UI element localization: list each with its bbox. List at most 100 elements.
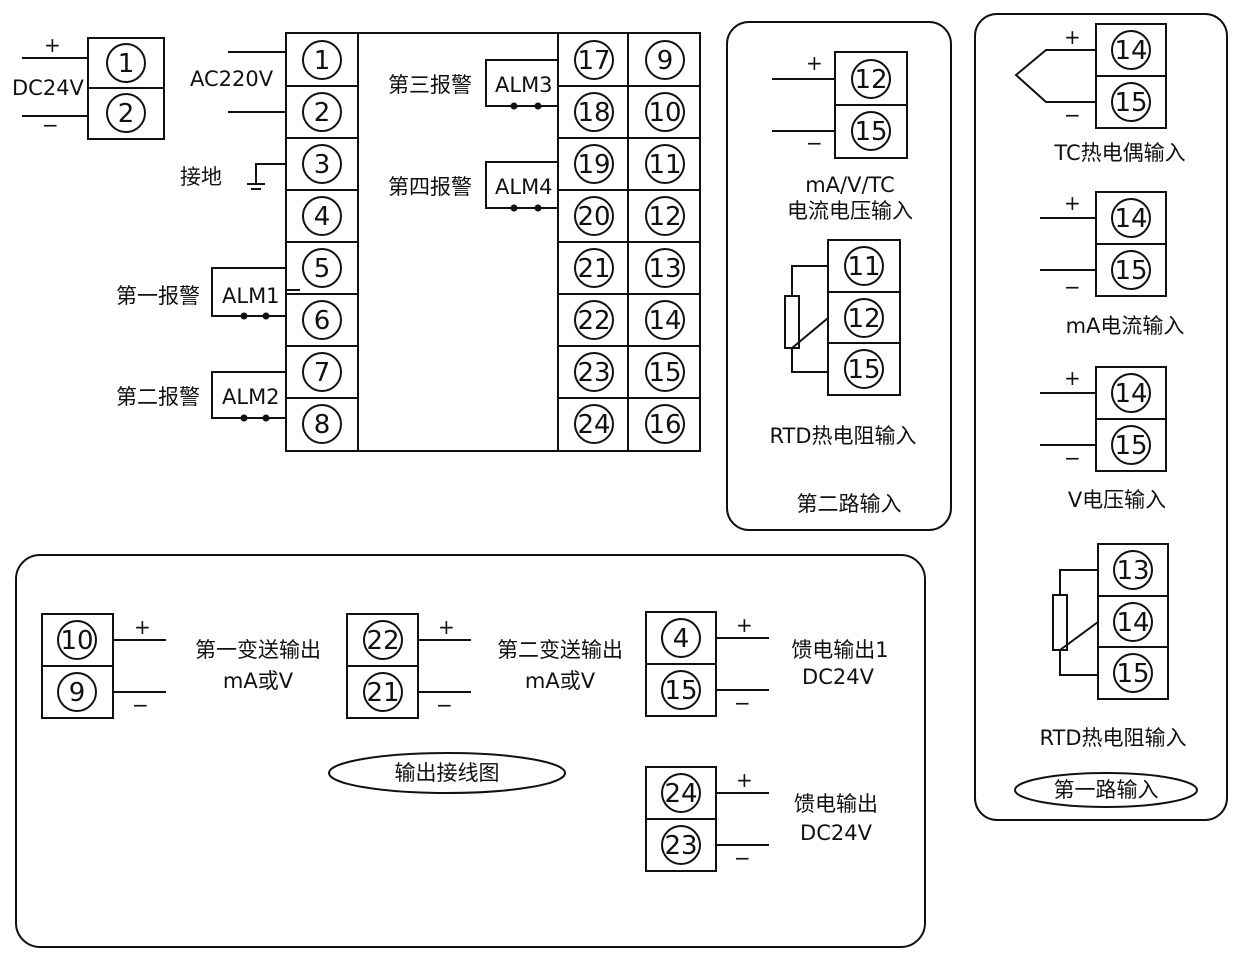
- terminal-label: 12: [847, 304, 880, 334]
- terminal-label: 20: [577, 202, 610, 232]
- alm3-relay: [485, 59, 559, 110]
- terminal-label: 9: [69, 678, 86, 708]
- terminal-label: 15: [1114, 256, 1147, 286]
- terminal-label: 14: [1114, 204, 1147, 234]
- terminal-label: 24: [577, 410, 610, 440]
- input1-tc-label: TC热电偶输入: [1053, 141, 1185, 165]
- minus-sign: −: [1064, 446, 1081, 470]
- alm2-tag: ALM2: [222, 385, 280, 409]
- terminal-label: 14: [1114, 36, 1147, 66]
- tx1-line1: 第一变送输出: [195, 638, 321, 662]
- minus-sign: −: [734, 691, 751, 715]
- terminal-label: 14: [648, 306, 681, 336]
- feed2-line1: 馈电输出: [794, 792, 878, 816]
- terminal-label: 15: [1116, 659, 1149, 689]
- alm4-relay: [485, 161, 559, 212]
- tx2-line1: 第二变送输出: [497, 638, 623, 662]
- input2-panel: [726, 21, 952, 531]
- terminal-label: 5: [314, 254, 331, 284]
- minus-sign: −: [436, 693, 453, 717]
- main-terminal-block: [285, 32, 701, 452]
- alm3-tag: ALM3: [495, 73, 553, 97]
- ac220v-label: AC220V: [190, 67, 274, 91]
- terminal-label: 14: [1114, 379, 1147, 409]
- tx1-line2: mA或V: [223, 669, 294, 693]
- dc24v-block: [22, 37, 165, 140]
- terminal-dc-1: [106, 43, 146, 83]
- terminal-label: 9: [657, 46, 674, 76]
- ground-symbol: [247, 163, 286, 190]
- input1-ma-label: mA电流输入: [1066, 314, 1185, 338]
- terminal-label: 13: [648, 254, 681, 284]
- minus-sign: −: [132, 693, 149, 717]
- terminal-label: 3: [314, 150, 331, 180]
- terminal-label: 10: [648, 98, 681, 128]
- terminal-label: 12: [648, 202, 681, 232]
- input2-rtd-label: RTD热电阻输入: [769, 424, 916, 448]
- input1-panel: [974, 13, 1228, 821]
- alm4-label: 第四报警: [388, 175, 472, 199]
- terminal-label: 22: [577, 306, 610, 336]
- minus-sign: −: [734, 846, 751, 870]
- terminal-label: 15: [648, 358, 681, 388]
- terminal-label: 22: [366, 626, 399, 656]
- plus-sign: +: [1064, 25, 1081, 49]
- terminal-label: 11: [847, 252, 880, 282]
- input1-title: 第一路输入: [1054, 778, 1159, 802]
- terminal-label: 7: [314, 358, 331, 388]
- plus-sign: +: [1064, 366, 1081, 390]
- feed1-line2: DC24V: [802, 665, 875, 689]
- input2-title: 第二路输入: [797, 492, 902, 516]
- input1-v-label: V电压输入: [1068, 488, 1166, 512]
- terminal-label: 21: [577, 254, 610, 284]
- terminal-label: 4: [673, 624, 690, 654]
- alm1-tag: ALM1: [222, 284, 280, 308]
- plus-sign: +: [44, 33, 61, 57]
- plus-sign: +: [134, 615, 151, 639]
- terminal-label: 21: [366, 678, 399, 708]
- feed2-line2: DC24V: [800, 821, 873, 845]
- plus-sign: +: [736, 768, 753, 792]
- terminal-label: 17: [577, 46, 610, 76]
- dc24v-label: DC24V: [12, 76, 85, 100]
- minus-sign: −: [1064, 275, 1081, 299]
- terminal-label: 23: [577, 358, 610, 388]
- feed1-line1: 馈电输出1: [791, 638, 888, 662]
- terminal-label: 6: [314, 306, 331, 336]
- terminal-label: 8: [314, 410, 331, 440]
- terminal-label: 2: [314, 98, 331, 128]
- terminal-label: 13: [1116, 556, 1149, 586]
- plus-sign: +: [438, 615, 455, 639]
- terminal-label: 18: [577, 98, 610, 128]
- alm3-label: 第三报警: [388, 73, 472, 97]
- terminal-label: 10: [60, 626, 93, 656]
- alm2-label: 第二报警: [116, 385, 200, 409]
- minus-sign: −: [806, 131, 823, 155]
- minus-sign: −: [1064, 103, 1081, 127]
- terminal-label: 23: [664, 831, 697, 861]
- terminal-label: 15: [664, 676, 697, 706]
- plus-sign: +: [736, 613, 753, 637]
- alm1-relay: [211, 267, 300, 320]
- plus-sign: +: [806, 51, 823, 75]
- terminal-label: 16: [648, 410, 681, 440]
- output-title: 输出接线图: [395, 761, 500, 785]
- minus-sign: −: [42, 113, 59, 137]
- ground-label: 接地: [180, 165, 222, 189]
- tx2-line2: mA或V: [525, 669, 596, 693]
- alm1-label: 第一报警: [116, 284, 200, 308]
- terminal-dc-2: [106, 93, 146, 133]
- plus-sign: +: [1064, 191, 1081, 215]
- terminal-label: 2: [118, 99, 135, 129]
- terminal-label: 4: [314, 202, 331, 232]
- output-panel: [15, 554, 926, 948]
- terminal-label: 1: [118, 49, 135, 79]
- alm4-tag: ALM4: [495, 175, 553, 199]
- terminal-label: 11: [648, 150, 681, 180]
- terminal-label: 19: [577, 150, 610, 180]
- terminal-label: 12: [854, 65, 887, 95]
- terminal-label: 15: [1114, 88, 1147, 118]
- alm2-relay: [211, 371, 287, 422]
- terminal-label: 15: [847, 355, 880, 385]
